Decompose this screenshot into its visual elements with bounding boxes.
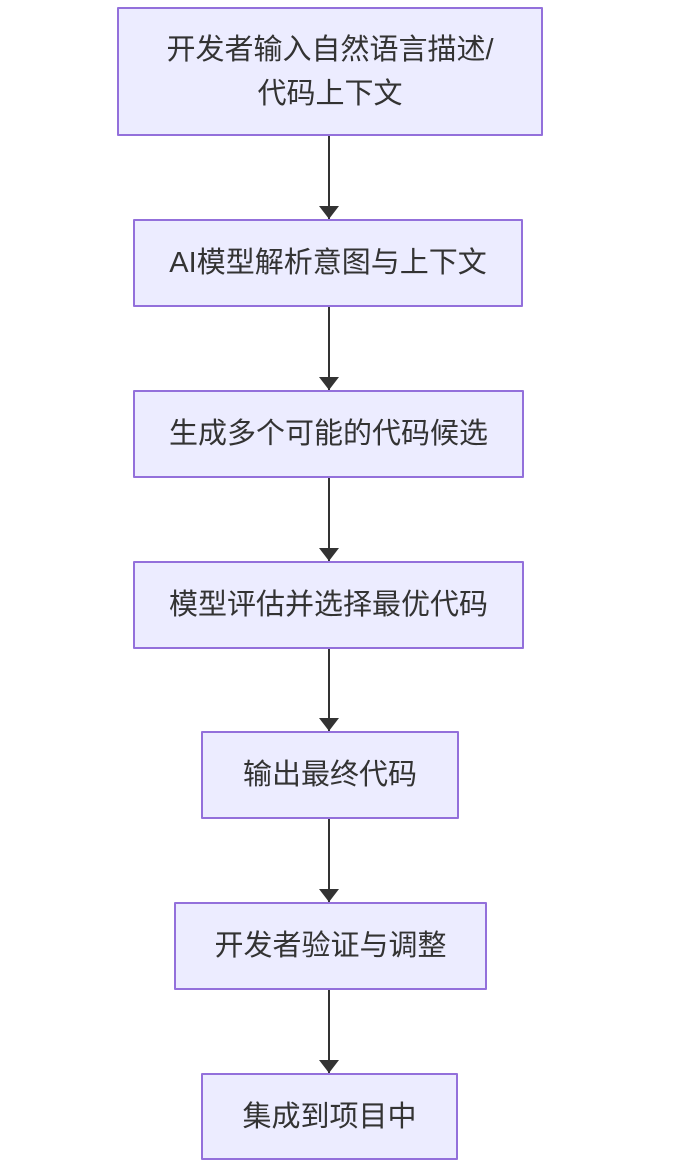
down-arrow-1 (328, 136, 330, 219)
flow-node-developer-verify-adjust: 开发者验证与调整 (174, 902, 487, 990)
flow-node-generate-candidates: 生成多个可能的代码候选 (133, 390, 524, 478)
down-arrow-4 (328, 649, 330, 731)
down-arrow-5 (328, 819, 330, 902)
flow-node-input-description: 开发者输入自然语言描述/ 代码上下文 (117, 7, 543, 136)
down-arrow-2 (328, 307, 330, 390)
flow-node-integrate-into-project: 集成到项目中 (201, 1073, 458, 1160)
down-arrow-6 (328, 990, 330, 1073)
flow-node-ai-parse-intent: AI模型解析意图与上下文 (133, 219, 523, 307)
flow-node-output-final-code: 输出最终代码 (201, 731, 459, 819)
flow-node-evaluate-select-best: 模型评估并选择最优代码 (133, 561, 524, 649)
down-arrow-3 (328, 478, 330, 561)
